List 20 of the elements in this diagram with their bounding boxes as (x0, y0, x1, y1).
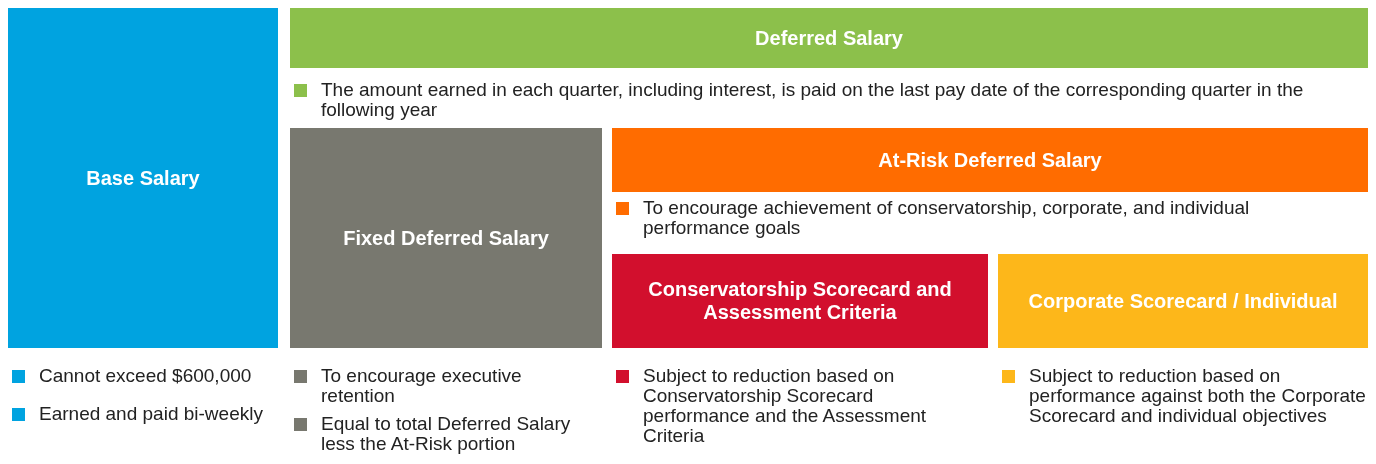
block-title: Conservatorship Scorecard and Assessment Criteria (647, 278, 953, 324)
block-title: Fixed Deferred Salary (343, 226, 549, 250)
bullet-text: Equal to total Deferred Salary less the At-Risk portion (321, 414, 572, 454)
block-title: Base Salary (86, 166, 200, 190)
conservatorship-block (612, 254, 988, 348)
block-title: Corporate Scorecard / Individual (1028, 289, 1338, 313)
bullet-text: To encourage executive retention (321, 366, 523, 406)
deferred-salary-banner (290, 8, 1368, 68)
bullet-text: Subject to reduction based on Conservatorship Scorecard performance and the Assessment Criteria (643, 366, 928, 446)
corporate-block (998, 254, 1368, 348)
bullet-text: Cannot exceed $600,000 (39, 366, 252, 386)
fixed-deferred-block (290, 128, 602, 348)
block-title: Deferred Salary (755, 26, 903, 50)
bullet-text: The amount earned in each quarter, including interest, is paid on the last pay date of the corresponding quarter in the following year (321, 80, 1305, 120)
block-title: At-Risk Deferred Salary (878, 148, 1102, 172)
at-risk-banner (612, 128, 1368, 192)
bullet-text: Earned and paid bi-weekly (39, 404, 263, 424)
bullet-text: To encourage achievement of conservatorship, corporate, and individual performance goals (643, 198, 1251, 238)
bullet-text: Subject to reduction based on performance against both the Corporate Scorecard and individual objectives (1029, 366, 1367, 426)
base-salary-block (8, 8, 278, 348)
